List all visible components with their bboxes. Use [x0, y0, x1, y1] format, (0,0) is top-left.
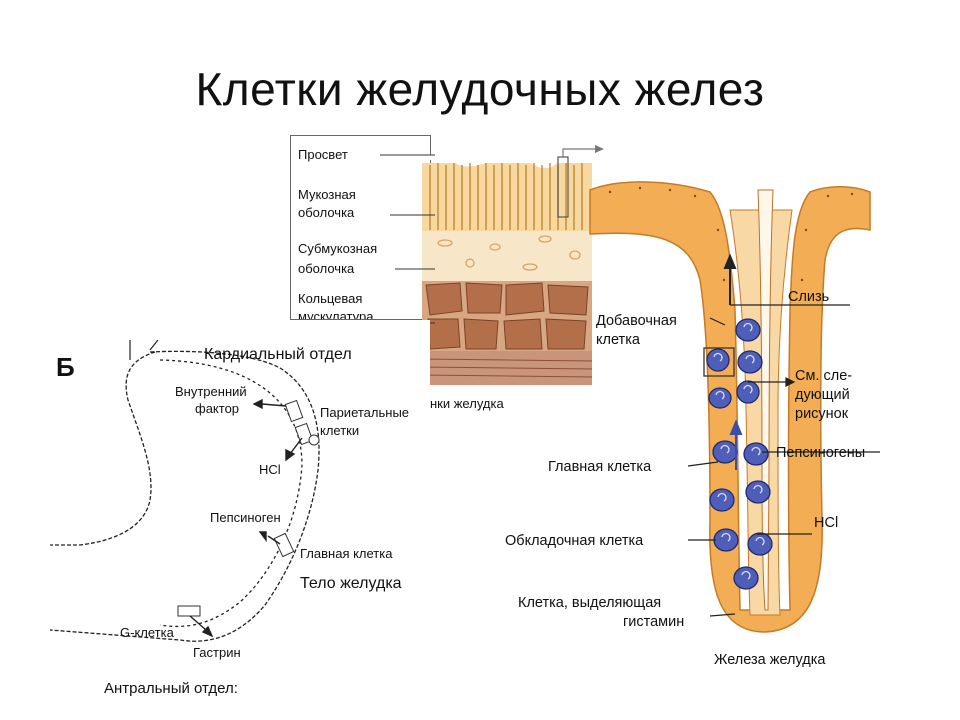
gland-lumen: [757, 189, 774, 611]
gastric-gland: [589, 181, 880, 633]
label-accessory-cell-2: клетка: [596, 332, 640, 348]
mucosa-glands: [429, 163, 583, 230]
label-submucosa-2: оболочка: [298, 261, 355, 276]
label-cardiac-region: Кардиальный отдел: [204, 346, 352, 363]
label-stomach-body: Тело желудка: [300, 575, 402, 592]
label-parietal-cells-1: Париетальные: [320, 405, 410, 420]
label-gland-hcl: HCl: [814, 515, 839, 531]
label-see-next-3: рисунок: [795, 406, 849, 422]
accessory-cell-box: [703, 347, 735, 377]
label-histamine-cell-2: гистамин: [623, 614, 685, 630]
label-g-cell: G-клетка: [120, 625, 174, 640]
section-label: Б: [56, 352, 75, 382]
label-parietal-cell: Обкладочная клетка: [505, 533, 644, 549]
mucosa-layer: [422, 163, 592, 231]
label-histamine-cell-1: Клетка, выделяющая: [518, 595, 662, 611]
parietal-cell-2: [294, 422, 314, 446]
submucosa-layer: [422, 231, 592, 281]
label-parietal-cells-2: клетки: [320, 423, 360, 438]
label-mucosa-1: Мукозная: [298, 187, 356, 202]
label-gland-caption: Железа желудка: [714, 652, 826, 668]
stomach-outline: [49, 340, 320, 642]
label-see-next-1: См. сле-: [795, 368, 853, 384]
page-title: Клетки желудочных желез: [195, 63, 765, 115]
label-chief-cell: Главная клетка: [300, 546, 393, 561]
stomach-wall-section: [290, 135, 604, 385]
g-cell-marker: [177, 605, 201, 617]
greater-curvature: [49, 350, 320, 642]
lesser-curvature: [50, 351, 156, 546]
gland-cells: [706, 318, 773, 590]
gland-tissue: [589, 181, 871, 633]
label-pepsinogen: Пепсиноген: [210, 510, 281, 525]
label-antral-region: Антральный отдел:: [104, 680, 238, 697]
label-intrinsic-factor-1: Внутренний: [175, 384, 247, 399]
label-muscular-1: Кольцевая: [298, 291, 363, 306]
label-gland-chief-cell: Главная клетка: [548, 459, 652, 475]
label-stomach-hcl: HCl: [259, 462, 281, 477]
label-lumen: Просвет: [298, 147, 348, 162]
label-mucus: Слизь: [788, 289, 830, 305]
label-intrinsic-factor-2: фактор: [195, 401, 240, 416]
label-muscular-2: мускулатура: [298, 309, 374, 319]
label-submucosa-1: Субмукозная: [298, 241, 378, 256]
wall-label-box: [290, 135, 431, 320]
parietal-cell-1: [284, 399, 304, 423]
label-gastrin: Гастрин: [193, 645, 241, 660]
label-accessory-cell-1: Добавочная: [596, 313, 677, 329]
label-pepsinogens: Пепсиногены: [776, 445, 866, 461]
label-mucosa-2: оболочка: [298, 205, 355, 220]
wall-section-caption: нки желудка: [430, 396, 504, 411]
label-see-next-2: дующий: [795, 387, 850, 403]
chief-cell-marker: [273, 532, 295, 558]
